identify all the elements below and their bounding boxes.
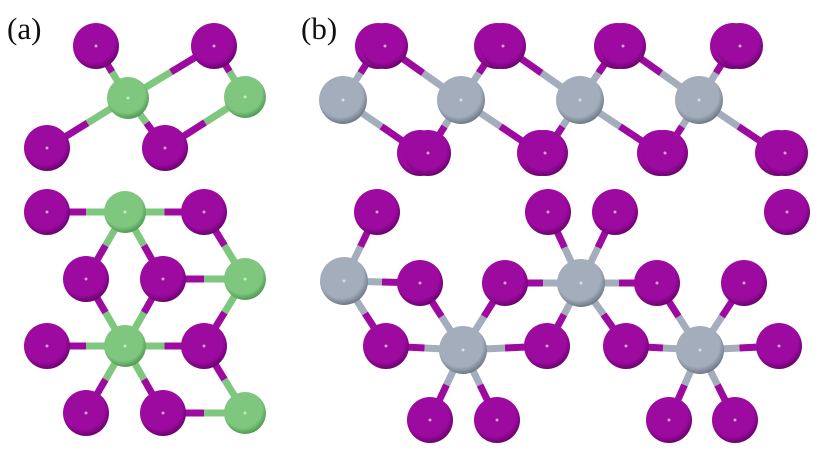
atom-highlight <box>621 44 625 48</box>
atom-highlight <box>459 98 463 102</box>
panel-label-a: (a) <box>7 11 42 46</box>
atom-highlight <box>613 210 617 214</box>
atom-highlight <box>45 210 49 214</box>
atom-highlight <box>543 151 547 155</box>
atoms-layer <box>24 23 810 443</box>
atom-highlight <box>202 344 206 348</box>
atom-highlight <box>161 277 165 281</box>
atom-highlight <box>785 210 789 214</box>
atom-highlight <box>383 44 387 48</box>
atom-highlight <box>84 411 88 415</box>
atom-highlight <box>655 281 659 285</box>
atom-highlight <box>418 281 422 285</box>
atom-highlight <box>202 210 206 214</box>
atom-highlight <box>212 44 216 48</box>
atom-highlight <box>546 210 550 214</box>
atom-highlight <box>624 344 628 348</box>
atom-highlight <box>243 277 247 281</box>
atom-highlight <box>123 344 127 348</box>
atom-highlight <box>667 418 671 422</box>
atom-highlight <box>578 98 582 102</box>
atom-highlight <box>545 344 549 348</box>
atom-highlight <box>84 277 88 281</box>
atom-highlight <box>163 146 167 150</box>
atom-highlight <box>495 418 499 422</box>
atom-highlight <box>45 146 49 150</box>
bonds-layer <box>45 43 780 422</box>
atom-highlight <box>341 98 345 102</box>
atom-highlight <box>45 344 49 348</box>
atom-highlight <box>738 44 742 48</box>
atom-highlight <box>126 96 130 100</box>
atom-highlight <box>783 151 787 155</box>
atom-highlight <box>742 281 746 285</box>
atom-highlight <box>375 210 379 214</box>
atom-highlight <box>94 44 98 48</box>
atom-highlight <box>342 279 346 283</box>
atom-highlight <box>733 418 737 422</box>
atom-highlight <box>579 281 583 285</box>
atom-highlight <box>698 348 702 352</box>
panel-label-b: (b) <box>301 11 338 46</box>
atom-highlight <box>461 348 465 352</box>
atom-highlight <box>123 210 127 214</box>
atom-highlight <box>243 411 247 415</box>
atom-highlight <box>503 281 507 285</box>
atom-highlight <box>384 344 388 348</box>
atom-highlight <box>426 151 430 155</box>
atom-highlight <box>161 411 165 415</box>
atom-highlight <box>501 44 505 48</box>
atom-highlight <box>663 151 667 155</box>
atom-highlight <box>428 418 432 422</box>
atom-highlight <box>243 95 247 99</box>
atom-highlight <box>777 344 781 348</box>
atom-highlight <box>697 98 701 102</box>
